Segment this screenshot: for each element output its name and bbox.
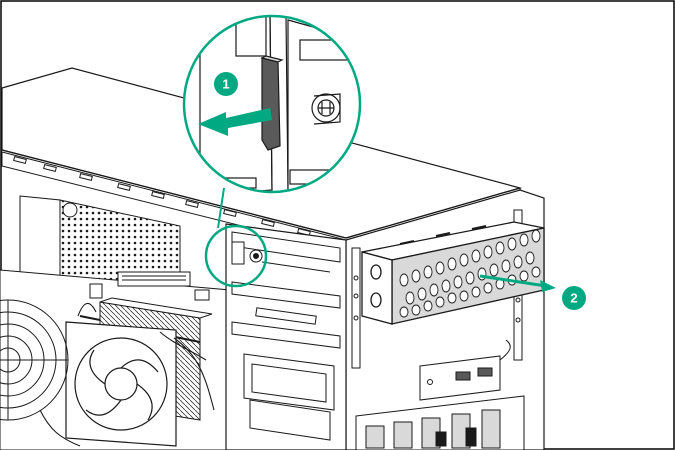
pull-direction-arrow [479,274,556,292]
bay-release-latch [231,241,263,265]
interior-psu-vent [19,195,181,283]
latch-direction-arrow [198,108,272,136]
detail-inset [182,14,362,194]
zoom-source-circle [204,224,268,288]
callout-badge-1: 1 [214,72,238,96]
callout-label-2: 2 [570,291,577,306]
drive-cage [361,221,545,325]
callout-badge-2: 2 [562,286,586,310]
callout-label-1: 1 [222,77,229,92]
top-rail-slots [1,151,347,253]
fan-grill-left [0,299,69,421]
system-fan [65,321,177,447]
internal-cables [39,302,215,447]
drive-bay-rails [231,231,341,441]
front-drive-bays [355,395,525,450]
front-io-module [419,339,511,401]
zoom-leader-line [217,187,225,229]
